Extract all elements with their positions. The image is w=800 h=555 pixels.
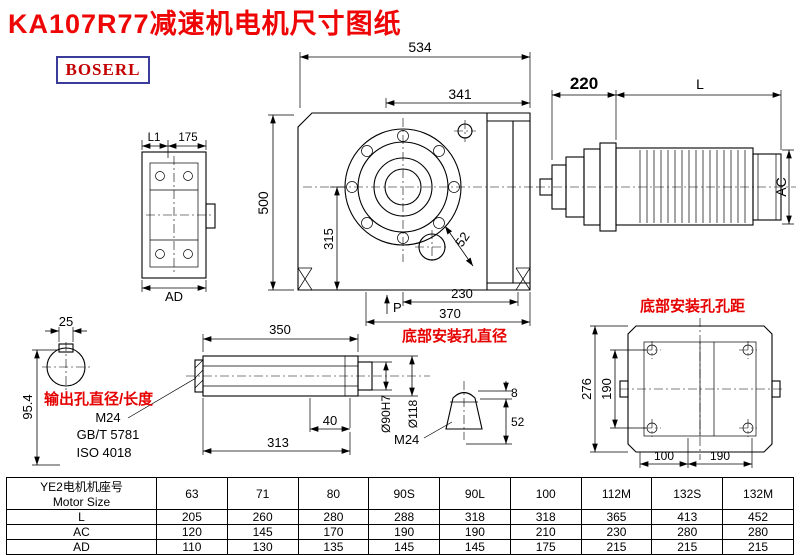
table-cell: 135 — [297, 539, 370, 555]
dim-ac-label: AC — [773, 177, 789, 196]
table-cell: 280 — [722, 524, 794, 540]
table-cell: 452 — [722, 509, 794, 525]
row-label: AC — [6, 524, 157, 540]
table-cell: 318 — [439, 509, 511, 525]
dia-90-label: Ø90H7 — [379, 395, 393, 433]
page-title: KA107R77减速机电机尺寸图纸 — [8, 9, 402, 39]
table-cell: 230 — [580, 524, 653, 540]
shaft-thread-label: M24 — [95, 410, 120, 425]
size-col-header: 80 — [297, 477, 370, 510]
row-label: AD — [6, 539, 157, 555]
table-cell: 145 — [368, 539, 441, 555]
front-view: 52 — [297, 112, 537, 291]
dim-175-label: 175 — [178, 132, 197, 144]
output-hole-label: 输出孔直径/长度 — [44, 390, 154, 408]
dim-8-label: 8 — [511, 386, 518, 400]
size-col-header: 90S — [368, 477, 441, 510]
table-cell: 170 — [297, 524, 370, 540]
size-col-header: 90L — [439, 477, 511, 510]
dim-95-4-label: 95.4 — [20, 394, 35, 419]
table-cell: 130 — [226, 539, 299, 555]
row-label: L — [6, 509, 157, 525]
table-cell: 190 — [439, 524, 511, 540]
technical-drawing: 52 534 341 500 315 230 370 P — [20, 39, 796, 468]
bottom-view: 底部安装孔孔距 276 190 100 190 — [579, 297, 784, 468]
table-cell: 280 — [297, 509, 370, 525]
size-col-header: 132M — [722, 477, 794, 510]
table-cell: 318 — [509, 509, 582, 525]
dim-40-label: 40 — [323, 413, 337, 428]
dim-190v-label: 190 — [599, 378, 614, 400]
table-cell: 288 — [368, 509, 441, 525]
table-row-L: L 205 260 280 288 318 318 365 413 452 — [6, 509, 794, 525]
dim-350-label: 350 — [269, 322, 291, 337]
table-cell: 210 — [509, 524, 582, 540]
table-header-en: Motor Size — [52, 495, 111, 509]
size-col-header: 63 — [156, 477, 228, 510]
table-cell: 280 — [651, 524, 724, 540]
p-label: P — [393, 300, 402, 315]
table-cell: 413 — [651, 509, 724, 525]
shaft-detail-view: 350 40 313 Ø90H7 Ø118 输出孔直径/长度 M24 GB/T … — [44, 322, 430, 460]
table-cell: 120 — [156, 524, 228, 540]
side-view-dimensions: 220 L AC — [551, 74, 794, 225]
table-header-cn: YE2电机机座号 — [40, 480, 123, 494]
boserl-logo: BOSERL — [56, 56, 150, 84]
dim-l-label: L — [696, 76, 704, 92]
front-view-dimensions: 534 341 500 315 230 370 P — [255, 39, 531, 326]
dim-341-label: 341 — [448, 86, 472, 102]
size-col-header: 112M — [580, 477, 653, 510]
table-header-row: YE2电机机座号 Motor Size 63 71 80 90S 90L 100… — [6, 477, 794, 510]
table-cell: 175 — [509, 539, 582, 555]
table-row-AD: AD 110 130 135 145 145 175 215 215 215 — [6, 539, 794, 555]
dim-276-label: 276 — [579, 378, 594, 400]
size-col-header: 132S — [651, 477, 724, 510]
dim-190h-label: 190 — [710, 449, 730, 463]
dim-370-label: 370 — [439, 306, 461, 321]
bolt-thread-label: M24 — [394, 432, 419, 447]
dim-52-label: 52 — [452, 229, 473, 249]
dia-118-label: Ø118 — [406, 399, 420, 428]
dim-52b-label: 52 — [511, 415, 525, 429]
table-corner-cell: YE2电机机座号 Motor Size — [6, 477, 157, 510]
shaft-end-view: 25 95.4 — [20, 314, 90, 466]
iso-standard-label: ISO 4018 — [77, 445, 132, 460]
bottom-hole-pitch-label: 底部安装孔孔距 — [640, 297, 745, 315]
dim-ad-label: AD — [165, 289, 183, 304]
side-view-motor — [536, 142, 796, 232]
table-cell: 215 — [651, 539, 724, 555]
table-cell: 205 — [156, 509, 228, 525]
dim-25-label: 25 — [59, 314, 73, 329]
dim-534-label: 534 — [408, 39, 432, 55]
motor-size-table: YE2电机机座号 Motor Size 63 71 80 90S 90L 100… — [6, 477, 794, 555]
table-cell: 260 — [226, 509, 299, 525]
size-col-header: 100 — [509, 477, 582, 510]
dim-500-label: 500 — [255, 191, 271, 215]
gb-standard-label: GB/T 5781 — [77, 427, 140, 442]
dim-l1-label: L1 — [148, 132, 161, 144]
table-cell: 190 — [368, 524, 441, 540]
dim-220-label: 220 — [570, 74, 598, 93]
table-cell: 145 — [226, 524, 299, 540]
left-end-view: L1 175 AD — [141, 132, 216, 304]
dim-315-label: 315 — [321, 228, 336, 250]
dim-313-label: 313 — [267, 435, 289, 450]
dim-100-label: 100 — [654, 449, 674, 463]
bottom-hole-dia-label: 底部安装孔直径 — [402, 327, 507, 345]
table-cell: 365 — [580, 509, 653, 525]
dim-230-label: 230 — [451, 286, 473, 301]
table-cell: 145 — [439, 539, 511, 555]
table-cell: 110 — [156, 539, 228, 555]
table-cell: 215 — [580, 539, 653, 555]
bolt-detail: 底部安装孔直径 M24 8 52 — [394, 327, 525, 447]
size-col-header: 71 — [226, 477, 299, 510]
table-row-AC: AC 120 145 170 190 190 210 230 280 280 — [6, 524, 794, 540]
table-cell: 215 — [722, 539, 794, 555]
